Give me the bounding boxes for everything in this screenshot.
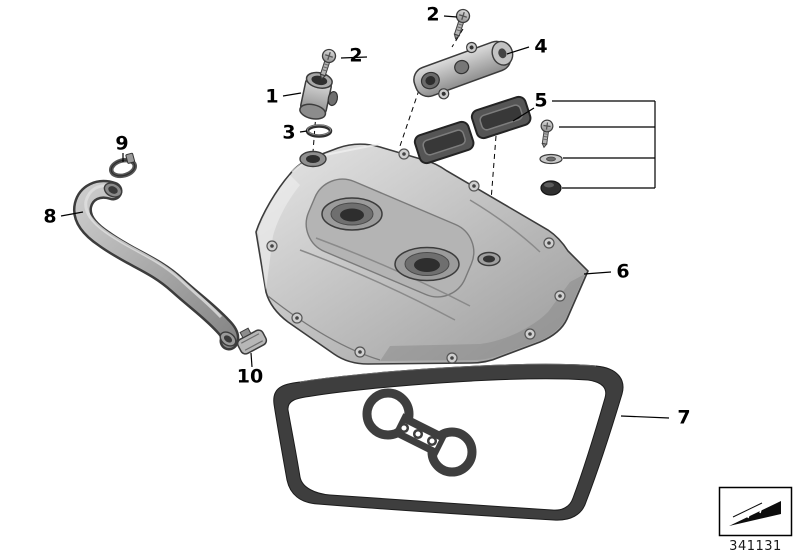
vent-hose — [72, 179, 240, 351]
callout-8[interactable]: 8 — [43, 205, 57, 228]
leader-lines — [60, 15, 670, 419]
callout-6[interactable]: 6 — [616, 260, 630, 283]
fastener-stack — [537, 118, 563, 196]
spark-plug-tube-gasket — [362, 388, 477, 477]
callout-2-mid[interactable]: 2 — [349, 44, 363, 67]
callout-1[interactable]: 1 — [265, 85, 279, 108]
callout-5[interactable]: 5 — [534, 89, 548, 112]
screw-top — [448, 7, 472, 42]
catalog-logo — [718, 486, 793, 537]
o-ring — [305, 124, 333, 138]
callout-2-top[interactable]: 2 — [426, 3, 440, 26]
hose-clamp — [108, 152, 138, 179]
callout-4[interactable]: 4 — [534, 35, 548, 58]
callout-10[interactable]: 10 — [236, 365, 264, 388]
cylinder-head-cover — [255, 143, 589, 365]
callout-9[interactable]: 9 — [115, 132, 129, 155]
cover-gasket — [273, 363, 624, 521]
hatched-wedge-logo-icon — [729, 501, 781, 526]
breather-connector — [299, 71, 339, 120]
drawing-number: 341131 — [729, 539, 782, 554]
callout-3[interactable]: 3 — [282, 121, 296, 144]
seal-pads — [413, 95, 532, 165]
lower-clamp — [236, 327, 268, 355]
callout-7[interactable]: 7 — [677, 406, 691, 429]
breather-manifold — [413, 40, 514, 100]
